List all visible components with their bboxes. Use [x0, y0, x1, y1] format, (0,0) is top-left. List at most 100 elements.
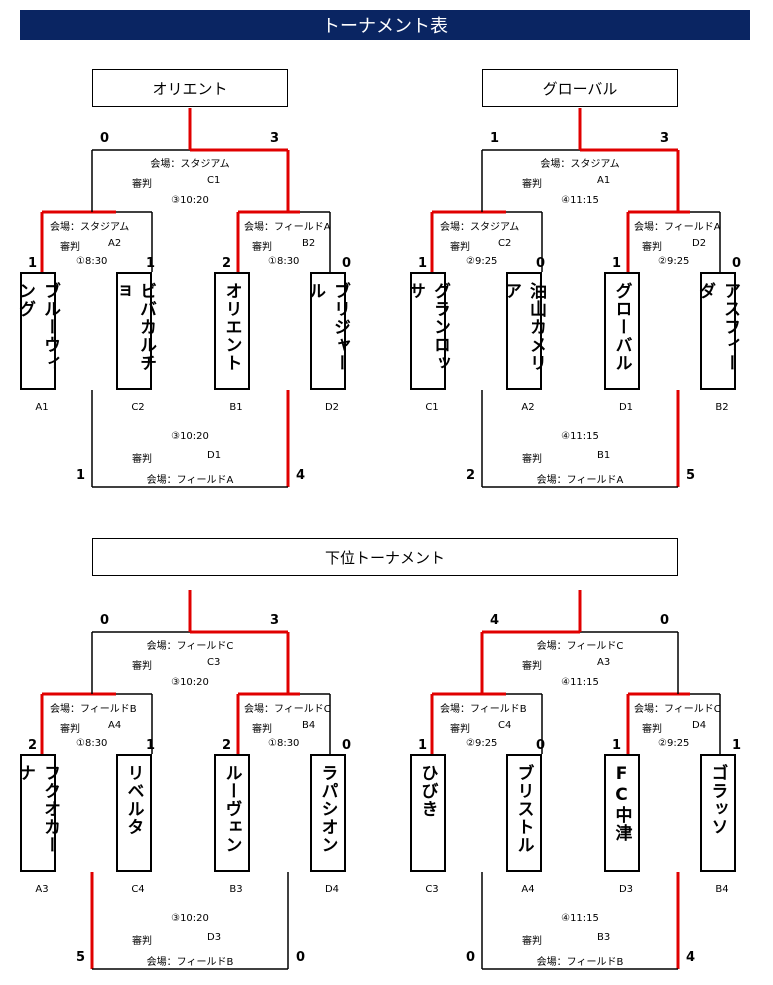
- semi-right-score-b: 0: [732, 256, 742, 271]
- final-referee-label: 審判: [132, 661, 152, 672]
- semi-right-venue: 会場：フィールドA: [634, 222, 721, 233]
- semi-left-referee-label: 審判: [60, 724, 80, 735]
- third-score-a: 0: [466, 950, 476, 965]
- team-name: ブリストル: [513, 764, 534, 854]
- team-box: グローバル: [604, 272, 640, 390]
- semi-left-score-a: 1: [28, 256, 38, 271]
- semi-right-referee-label: 審判: [252, 724, 272, 735]
- semi-left-time: ①8:30: [76, 256, 108, 267]
- champion-box-global: グローバル: [482, 69, 678, 107]
- final-score-b: 3: [660, 131, 670, 146]
- third-referee-label: 審判: [132, 936, 152, 947]
- third-referee-label: 審判: [522, 454, 542, 465]
- final-referee: C1: [207, 175, 221, 186]
- team-code: D3: [618, 884, 634, 895]
- team-code: B4: [715, 884, 729, 895]
- team-name: ブルーウィング: [15, 282, 60, 372]
- final-score-a: 0: [100, 131, 110, 146]
- final-score-a: 4: [490, 613, 500, 628]
- semi-left-referee: C4: [498, 720, 512, 731]
- semi-right-score-a: 2: [222, 256, 232, 271]
- third-referee-label: 審判: [132, 454, 152, 465]
- semi-left-referee: A2: [108, 238, 122, 249]
- team-code: B3: [229, 884, 243, 895]
- semi-left-venue: 会場：スタジアム: [440, 222, 520, 233]
- third-score-b: 4: [296, 468, 306, 483]
- semi-left-score-b: 1: [146, 256, 156, 271]
- semi-right-score-a: 1: [612, 256, 622, 271]
- final-time: ④11:15: [561, 677, 599, 688]
- third-venue: 会場：フィールドA: [146, 475, 234, 486]
- team-box: グランロッサ: [405, 272, 450, 390]
- semi-left-time: ①8:30: [76, 738, 108, 749]
- team-name: ひびき: [417, 764, 438, 818]
- semi-left-score-b: 1: [146, 738, 156, 753]
- semi-right-score-b: 0: [342, 738, 352, 753]
- team-code: A3: [35, 884, 49, 895]
- team-name: ビバカルチョ: [111, 282, 156, 372]
- final-time: ③10:20: [171, 195, 209, 206]
- third-referee: B3: [597, 932, 611, 943]
- semi-left-venue: 会場：スタジアム: [50, 222, 130, 233]
- third-time: ④11:15: [561, 431, 599, 442]
- team-box: FC中津: [604, 754, 640, 872]
- semi-left-time: ②9:25: [466, 738, 498, 749]
- third-score-a: 2: [466, 468, 476, 483]
- semi-right-referee-label: 審判: [642, 242, 662, 253]
- semi-left-venue: 会場：フィールドB: [440, 704, 527, 715]
- team-name: リベルタ: [123, 764, 144, 836]
- semi-right-referee: D2: [692, 238, 707, 249]
- third-time: ③10:20: [171, 913, 209, 924]
- team-box: ひびき: [410, 754, 446, 872]
- team-box: ブリストル: [506, 754, 542, 872]
- third-venue: 会場：フィールドA: [536, 475, 624, 486]
- semi-right-venue: 会場：フィールドC: [634, 704, 721, 715]
- third-time: ④11:15: [561, 913, 599, 924]
- final-score-b: 3: [270, 613, 280, 628]
- final-venue: 会場：フィールドC: [146, 641, 234, 652]
- semi-left-referee: C2: [498, 238, 512, 249]
- semi-left-score-a: 2: [28, 738, 38, 753]
- team-name: グローバル: [611, 282, 632, 372]
- final-referee: A1: [597, 175, 611, 186]
- lower-tournament-title: 下位トーナメント: [92, 538, 678, 576]
- semi-left-score-a: 1: [418, 738, 428, 753]
- semi-right-time: ①8:30: [268, 256, 300, 267]
- team-code: C1: [425, 402, 439, 413]
- final-score-a: 0: [100, 613, 110, 628]
- team-code: C4: [131, 884, 145, 895]
- semi-right-referee: B2: [302, 238, 316, 249]
- team-code: D1: [618, 402, 634, 413]
- semi-left-referee: A4: [108, 720, 122, 731]
- team-name: アスフィーダ: [695, 282, 740, 372]
- team-code: A1: [35, 402, 49, 413]
- semi-left-referee-label: 審判: [60, 242, 80, 253]
- team-box: ブルーウィング: [15, 272, 60, 390]
- final-time: ③10:20: [171, 677, 209, 688]
- team-box: フクオカーナ: [15, 754, 60, 872]
- semi-right-score-a: 2: [222, 738, 232, 753]
- semi-right-time: ①8:30: [268, 738, 300, 749]
- team-box: ラパシオン: [310, 754, 346, 872]
- third-score-a: 5: [76, 950, 86, 965]
- final-venue: 会場：スタジアム: [150, 159, 230, 170]
- team-name: グランロッサ: [405, 282, 450, 372]
- team-name: ブリジャール: [305, 282, 350, 372]
- semi-right-referee: D4: [692, 720, 707, 731]
- third-score-b: 5: [686, 468, 696, 483]
- team-code: B1: [229, 402, 243, 413]
- third-score-b: 4: [686, 950, 696, 965]
- team-code: B2: [715, 402, 729, 413]
- team-box: ビバカルチョ: [111, 272, 156, 390]
- team-box: アスフィーダ: [695, 272, 740, 390]
- team-code: D4: [324, 884, 340, 895]
- final-referee-label: 審判: [522, 179, 542, 190]
- semi-right-score-b: 1: [732, 738, 742, 753]
- final-venue: 会場：フィールドC: [536, 641, 624, 652]
- final-score-a: 1: [490, 131, 500, 146]
- semi-right-score-a: 1: [612, 738, 622, 753]
- third-referee: D1: [207, 450, 222, 461]
- third-referee: D3: [207, 932, 222, 943]
- team-name: FC中津: [611, 764, 632, 842]
- third-time: ③10:20: [171, 431, 209, 442]
